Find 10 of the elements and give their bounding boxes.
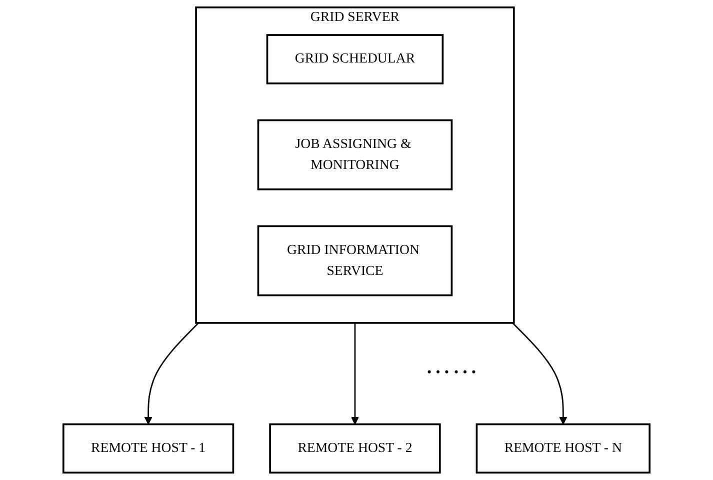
node-box: REMOTE HOST - N <box>476 423 651 474</box>
node-box: GRID SCHEDULAR <box>266 34 444 84</box>
arrow <box>512 322 568 425</box>
arrow <box>350 322 360 425</box>
ellipsis-text: …… <box>425 350 479 380</box>
node-box: REMOTE HOST - 1 <box>62 423 234 474</box>
arrow <box>144 322 200 425</box>
node-box: GRID INFORMATION SERVICE <box>257 225 453 296</box>
node-box: JOB ASSIGNING & MONITORING <box>257 119 453 190</box>
node-box: REMOTE HOST - 2 <box>269 423 441 474</box>
